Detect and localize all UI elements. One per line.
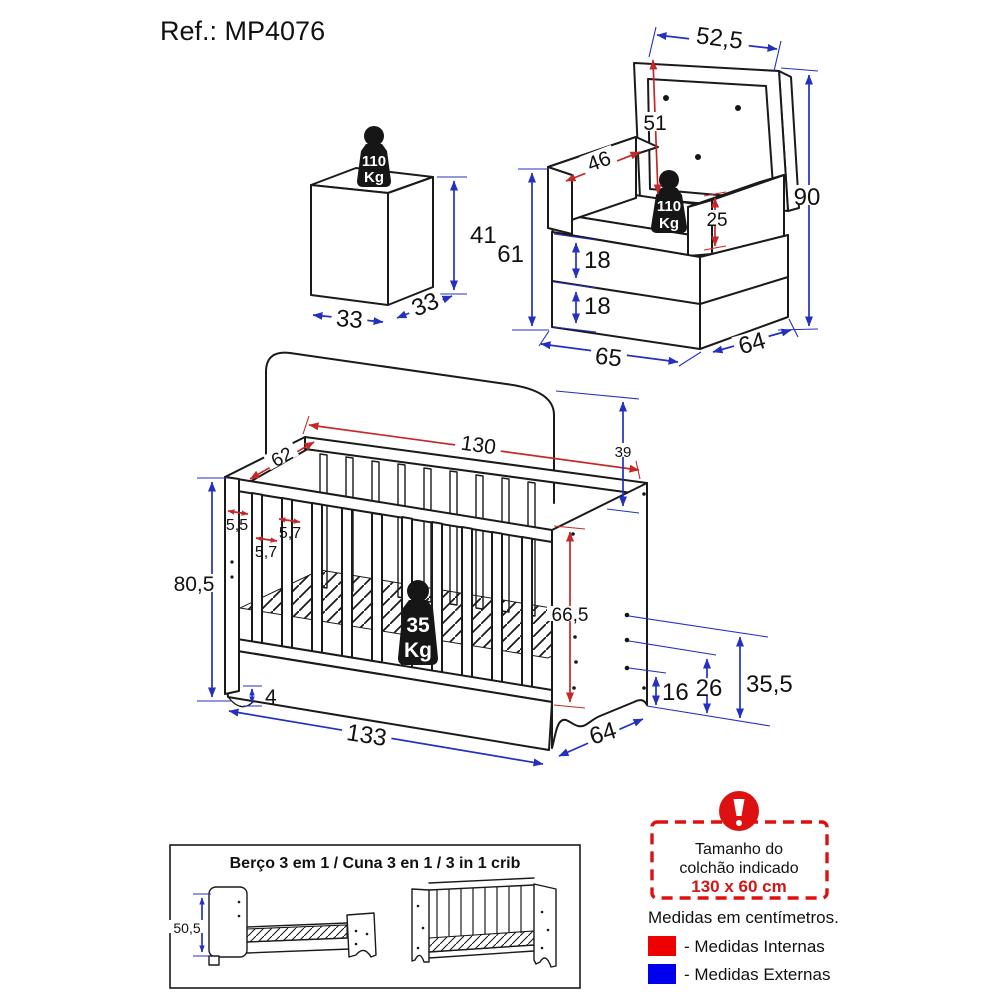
svg-text:133: 133 <box>345 719 389 752</box>
puff-weight-value: 110 <box>362 153 386 170</box>
crib-internal-height-dim: 66,5 <box>547 605 593 626</box>
page-title: Ref.: MP4076 <box>160 16 325 46</box>
crib-front-slats <box>251 492 533 691</box>
chair-back-height-dim: 51 <box>640 112 670 135</box>
svg-text:39: 39 <box>615 444 632 461</box>
exclamation-icon <box>719 791 759 831</box>
svg-text:50,5: 50,5 <box>173 920 200 936</box>
legend-external-label: - Medidas Externas <box>684 965 830 984</box>
chair-width-dim: 65 <box>589 342 628 373</box>
svg-text:51: 51 <box>643 112 666 135</box>
toddler-bed-drawing: 50,5 <box>168 886 377 966</box>
chair-drawer-bottom-dim: 18 <box>584 293 611 320</box>
puff-height-dim: 41 <box>470 222 497 249</box>
puff-drawing: 110 Kg 41 33 33 <box>310 126 497 334</box>
chair-drawer-top-dim: 18 <box>584 247 611 274</box>
chair-weight-unit: Kg <box>659 215 679 232</box>
puff-weight-badge-icon: 110 Kg <box>357 126 391 187</box>
svg-text:80,5: 80,5 <box>174 573 215 596</box>
crib-weight-unit: Kg <box>404 639 432 662</box>
crib-base-height-dim: 4 <box>265 686 277 709</box>
backrest-buttons <box>663 95 741 160</box>
legend: Medidas em centímetros. - Medidas Intern… <box>648 908 839 984</box>
mattress-notice: Tamanho do colchão indicado 130 x 60 cm <box>650 791 829 900</box>
crib-level-low-dim: 16 <box>662 679 689 706</box>
crib-level-high-dim: 35,5 <box>746 671 793 698</box>
chair-weight-badge-icon: 110 Kg <box>651 170 687 233</box>
chair-depth-dim: 64 <box>731 327 772 360</box>
inset-panel: Berço 3 em 1 / Cuna 3 en 1 / 3 in 1 crib… <box>168 844 581 989</box>
svg-text:25: 25 <box>706 210 727 231</box>
crib-gap-b-dim: 5,7 <box>279 525 301 542</box>
crib-headboard-height-dim: 39 <box>612 443 634 461</box>
inset-bed-height-dim: 50,5 <box>168 920 206 936</box>
inset-title: Berço 3 em 1 / Cuna 3 en 1 / 3 in 1 crib <box>230 855 521 872</box>
chair-total-height-dim: 90 <box>790 184 824 211</box>
notice-mattress-size: 130 x 60 cm <box>691 877 786 896</box>
crib-level-mid-dim: 26 <box>694 675 724 702</box>
svg-text:33: 33 <box>335 305 364 334</box>
crib-gap-a-dim: 5,5 <box>226 517 248 534</box>
crib-gap-c-dim: 5,7 <box>255 544 277 561</box>
svg-text:52,5: 52,5 <box>695 22 745 54</box>
puff-weight-unit: Kg <box>364 169 384 186</box>
svg-text:65: 65 <box>594 342 624 372</box>
chair-back-width-dim: 52,5 <box>688 22 751 55</box>
crib-total-height-dim: 80,5 <box>168 573 220 596</box>
legend-units-note: Medidas em centímetros. <box>648 908 839 927</box>
crib-drawing: 35 Kg 130 62 39 5,5 5,7 5,7 <box>168 351 793 767</box>
chair-weight-value: 110 <box>657 198 681 215</box>
external-color-swatch <box>648 964 676 984</box>
chair-arm-height-dim: 25 <box>703 210 731 231</box>
internal-color-swatch <box>648 936 676 956</box>
svg-text:90: 90 <box>794 184 821 211</box>
crib-weight-badge-icon: 35 Kg <box>398 580 438 665</box>
puff-width-dim: 33 <box>330 305 369 334</box>
svg-text:66,5: 66,5 <box>552 605 589 626</box>
crib-weight-value: 35 <box>406 614 430 637</box>
inset-crib-drawing <box>411 877 557 968</box>
chair-side-height-dim: 61 <box>497 241 524 268</box>
notice-line1: Tamanho do <box>695 841 783 858</box>
svg-text:130: 130 <box>459 432 497 460</box>
svg-text:26: 26 <box>696 675 723 702</box>
crib-total-length-dim: 133 <box>340 719 393 752</box>
legend-internal-label: - Medidas Internas <box>684 937 825 956</box>
armchair-drawing: 110 Kg 52,5 51 46 25 18 18 61 90 <box>497 22 824 373</box>
crib-internal-length-dim: 130 <box>454 432 503 460</box>
notice-line2: colchão indicado <box>679 860 798 877</box>
